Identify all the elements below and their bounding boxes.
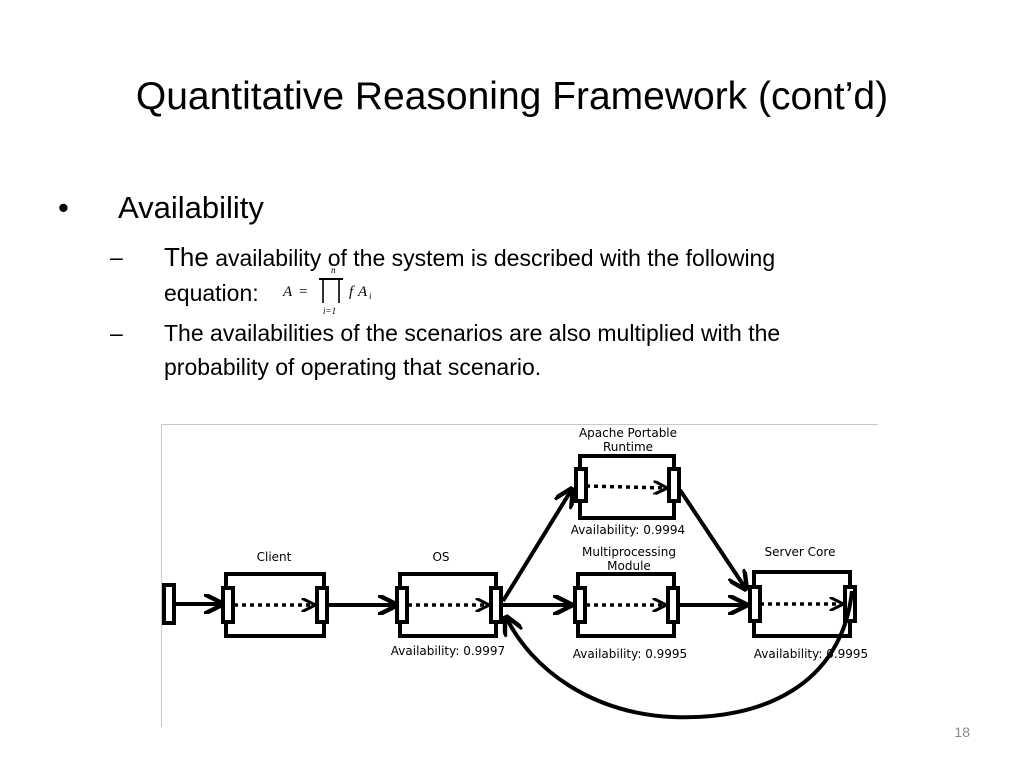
server-core-label: Server Core (765, 545, 836, 559)
availability-equation: A = n i=1 f A i (279, 265, 399, 316)
sub2-line2: probability of operating that scenario. (164, 354, 542, 380)
client-label: Client (257, 550, 292, 564)
eq-lower: i=1 (323, 306, 336, 316)
mpm-label-1: Multiprocessing (582, 545, 676, 559)
mpm-availability: Availability: 0.9995 (573, 647, 687, 661)
apr-component: Apache Portable Runtime Availability: 0.… (571, 426, 685, 537)
sub-dash: – (110, 320, 123, 346)
mpm-component: Multiprocessing Module Availability: 0.9… (573, 545, 687, 661)
client-component: Client (221, 550, 329, 638)
product-icon (319, 278, 344, 303)
os-availability: Availability: 0.9997 (391, 644, 505, 658)
apr-label-2: Runtime (603, 440, 653, 454)
apr-availability: Availability: 0.9994 (571, 523, 685, 537)
sub1-lead: The (164, 242, 209, 272)
sub1-line2: equation: (164, 280, 259, 307)
eq-A: A (357, 284, 368, 300)
bullet-heading: Availability (118, 190, 264, 225)
sub-bullet-body: The availability of the system is descri… (164, 240, 894, 316)
os-component: OS Availability: 0.9997 (391, 550, 505, 658)
sub1-rest: availability of the system is described … (208, 245, 776, 271)
entry-port (162, 583, 176, 625)
sub-dash: – (110, 244, 123, 270)
component-diagram: Client OS Availability: 0.9997 Apache Po… (161, 424, 878, 727)
bullet-mark: • (58, 190, 69, 225)
eq-f: f (349, 284, 355, 300)
apr-server-arrow (678, 488, 746, 589)
page-number: 18 (954, 724, 970, 740)
sub-bullet-body: The availabilities of the scenarios are … (164, 316, 894, 384)
eq-lhs: A (282, 284, 293, 300)
mpm-label-2: Module (607, 559, 651, 573)
eq-upper: n (331, 265, 336, 275)
apr-label-1: Apache Portable (579, 426, 677, 440)
slide-title: Quantitative Reasoning Framework (cont’d… (135, 75, 889, 118)
sub2-line1: The availabilities of the scenarios are … (164, 320, 781, 346)
os-apr-arrow (501, 489, 572, 603)
server-os-return-arrow (506, 590, 854, 720)
eq-equals: = (299, 284, 307, 300)
os-label: OS (432, 550, 449, 564)
eq-i: i (369, 291, 372, 301)
server-core-availability: Availability: 0.9995 (754, 647, 868, 661)
